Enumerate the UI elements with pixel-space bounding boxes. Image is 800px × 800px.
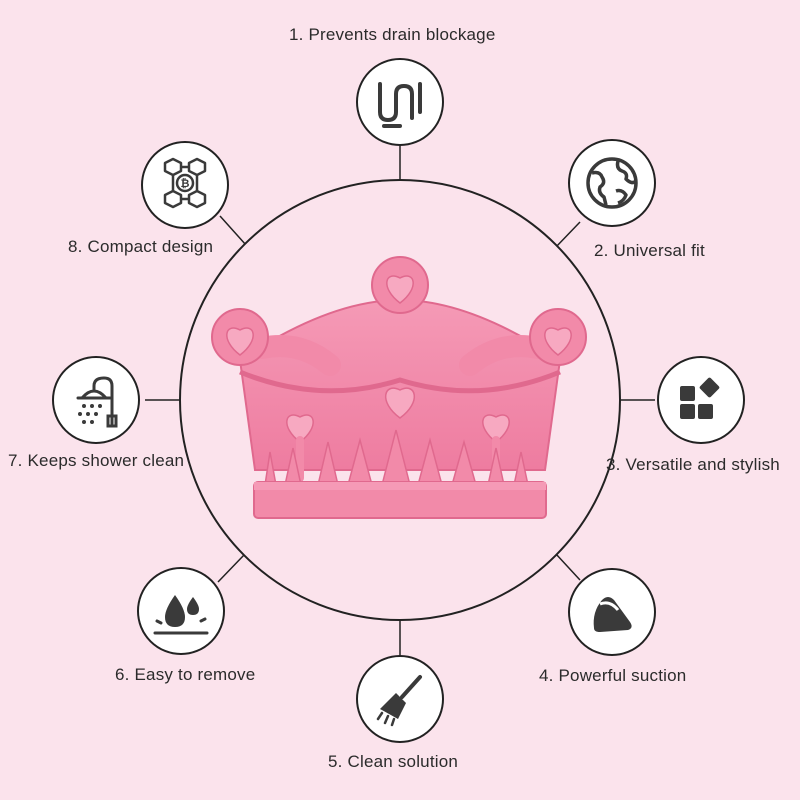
feature-icon-3 — [657, 356, 745, 444]
feature-label-1: 1. Prevents drain blockage — [289, 25, 496, 44]
svg-text:₿: ₿ — [181, 177, 190, 190]
blocks-icon — [680, 377, 720, 419]
feature-icon-5 — [356, 655, 444, 743]
feature-icon-2 — [568, 139, 656, 227]
drain-pipe-icon — [378, 82, 422, 128]
feature-label-4: 4. Powerful suction — [539, 666, 687, 685]
feature-label-3: 3. Versatile and stylish — [606, 455, 780, 474]
feature-label-8: 8. Compact design — [68, 237, 214, 256]
globe-icon — [586, 157, 638, 209]
shower-icon — [76, 376, 118, 428]
water-drops-icon — [153, 595, 209, 635]
feature-icon-7 — [52, 356, 140, 444]
feature-label-7: 7. Keeps shower clean — [8, 451, 185, 470]
suction-cup-icon — [593, 597, 632, 632]
feature-label-5: 5. Clean solution — [328, 752, 459, 771]
feature-icon-6 — [137, 567, 225, 655]
cubes-network-icon: ₿ — [163, 157, 207, 209]
feature-label-2: 2. Universal fit — [594, 241, 705, 260]
feature-icon-1 — [356, 58, 444, 146]
feature-icon-8: ₿ — [141, 141, 229, 229]
broom-icon — [376, 675, 422, 727]
feature-icon-4 — [568, 568, 656, 656]
feature-label-6: 6. Easy to remove — [115, 665, 256, 684]
